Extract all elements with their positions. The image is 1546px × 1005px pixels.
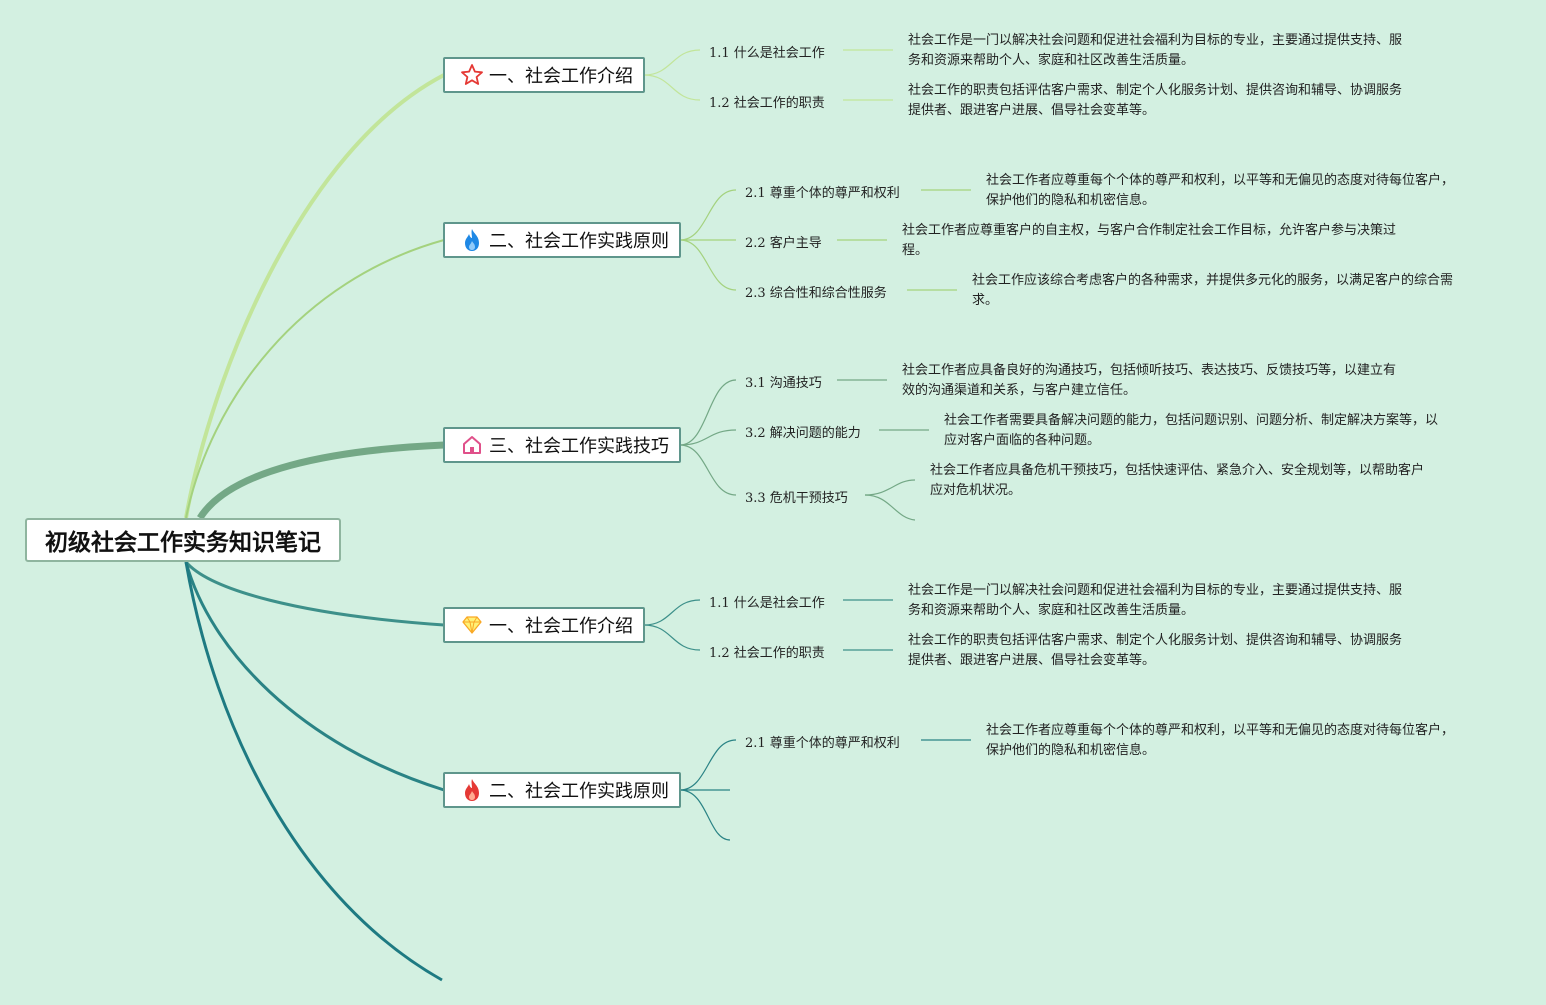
desc-5-1[interactable]: 社会工作者应尊重每个个体的尊严和权利，以平等和无偏见的态度对待每位客户，保护他们… (986, 723, 1455, 758)
topic-1[interactable]: 一、社会工作介绍 (443, 57, 645, 93)
subtopic-5-1[interactable]: 2.1 尊重个体的尊严和权利 (745, 736, 900, 751)
desc-3-1[interactable]: 社会工作者应具备良好的沟通技巧，包括倾听技巧、表达技巧、反馈技巧等，以建立有效的… (902, 363, 1397, 398)
desc-2-2[interactable]: 社会工作者应尊重客户的自主权，与客户合作制定社会工作目标，允许客户参与决策过程。 (902, 223, 1397, 258)
diamond-icon (459, 613, 485, 637)
subtopic-3-3[interactable]: 3.3 危机干预技巧 (745, 491, 848, 506)
topic-4[interactable]: 一、社会工作介绍 (443, 607, 645, 643)
topic-4-label: 一、社会工作介绍 (489, 616, 633, 637)
topic-5-label: 二、社会工作实践原则 (489, 781, 669, 802)
home-icon (459, 433, 485, 457)
flame-blue-icon (459, 228, 485, 252)
desc-4-2[interactable]: 社会工作的职责包括评估客户需求、制定个人化服务计划、提供咨询和辅导、协调服务提供… (908, 633, 1403, 668)
subtopic-3-1[interactable]: 3.1 沟通技巧 (745, 376, 822, 391)
root-topic[interactable]: 初级社会工作实务知识笔记 (25, 518, 341, 562)
topic-1-label: 一、社会工作介绍 (489, 66, 633, 87)
desc-4-1[interactable]: 社会工作是一门以解决社会问题和促进社会福利为目标的专业，主要通过提供支持、服务和… (908, 583, 1403, 618)
topic-2[interactable]: 二、社会工作实践原则 (443, 222, 681, 258)
desc-3-2[interactable]: 社会工作者需要具备解决问题的能力，包括问题识别、问题分析、制定解决方案等，以应对… (944, 413, 1439, 448)
branch-line-3 (197, 441, 445, 520)
branch-line-1 (184, 73, 445, 519)
topic-3-label: 三、社会工作实践技巧 (489, 436, 669, 457)
topic-2-label: 二、社会工作实践原则 (489, 231, 669, 252)
desc-2-1[interactable]: 社会工作者应尊重每个个体的尊严和权利，以平等和无偏见的态度对待每位客户，保护他们… (986, 173, 1455, 208)
subtopic-4-2[interactable]: 1.2 社会工作的职责 (709, 646, 825, 661)
desc-2-3[interactable]: 社会工作应该综合考虑客户的各种需求，并提供多元化的服务，以满足客户的综合需求。 (972, 273, 1454, 308)
desc-1-1[interactable]: 社会工作是一门以解决社会问题和促进社会福利为目标的专业，主要通过提供支持、服务和… (908, 33, 1403, 68)
branch-line-6 (184, 561, 443, 982)
branch-line-2 (185, 239, 445, 519)
subtopic-2-1[interactable]: 2.1 尊重个体的尊严和权利 (745, 186, 900, 201)
root-title: 初级社会工作实务知识笔记 (45, 530, 321, 556)
subtopic-4-1[interactable]: 1.1 什么是社会工作 (709, 596, 825, 611)
star-icon (459, 63, 485, 87)
subtopic-1-1[interactable]: 1.1 什么是社会工作 (709, 46, 825, 61)
flame-red-icon (459, 778, 485, 802)
subtopic-1-2[interactable]: 1.2 社会工作的职责 (709, 96, 825, 111)
topic-5[interactable]: 二、社会工作实践原则 (443, 772, 681, 808)
subtopic-3-2[interactable]: 3.2 解决问题的能力 (745, 426, 861, 441)
desc-1-2[interactable]: 社会工作的职责包括评估客户需求、制定个人化服务计划、提供咨询和辅导、协调服务提供… (908, 83, 1403, 118)
branch-line-4 (184, 561, 445, 627)
desc-3-3[interactable]: 社会工作者应具备危机干预技巧，包括快速评估、紧急介入、安全规划等，以帮助客户应对… (930, 463, 1425, 498)
subtopic-2-2[interactable]: 2.2 客户主导 (745, 236, 822, 251)
topic-3[interactable]: 三、社会工作实践技巧 (443, 427, 681, 463)
branch-line-5 (184, 561, 445, 792)
subtopic-2-3[interactable]: 2.3 综合性和综合性服务 (745, 286, 887, 301)
